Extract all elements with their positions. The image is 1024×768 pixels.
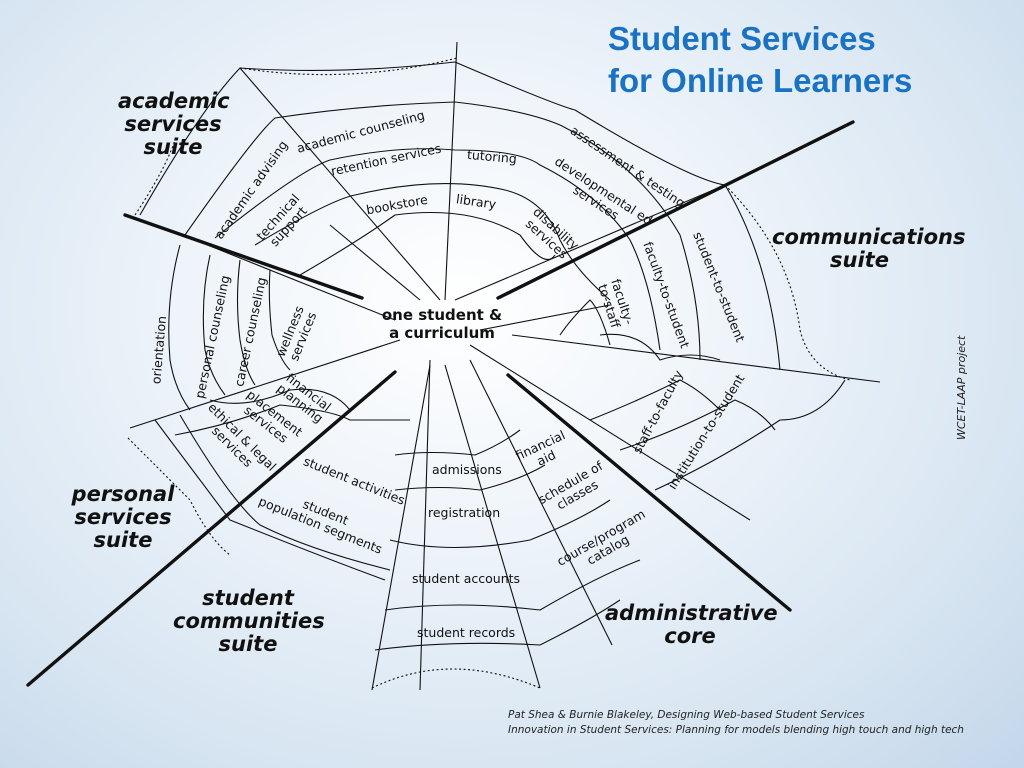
center-label: one student & a curriculum — [372, 306, 512, 342]
credit-line-2: Innovation in Student Services: Planning… — [508, 724, 964, 736]
credit-line-1: Pat Shea & Burnie Blakeley, Designing We… — [508, 709, 865, 721]
suite-line: suite — [218, 632, 278, 656]
suite-line: suite — [93, 528, 153, 552]
suite-line: core — [664, 624, 716, 648]
suite-line: academic — [118, 89, 230, 113]
suite-line: student — [202, 586, 294, 610]
title-line-2: for Online Learners — [608, 62, 913, 99]
project-label: WCET-LAAP project — [955, 335, 968, 440]
suite-line: services — [74, 505, 172, 529]
slide-title: Student Services for Online Learners — [608, 18, 912, 102]
suite-line: suite — [830, 248, 889, 272]
suite-line: communities — [173, 609, 325, 633]
title-line-1: Student Services — [608, 20, 876, 57]
registration-label: registration — [428, 505, 501, 520]
suite-line: suite — [143, 135, 203, 159]
credit-text: Pat Shea & Burnie Blakeley, Designing We… — [508, 708, 964, 738]
academic-services-suite-label: academic services suite — [118, 89, 230, 159]
suite-line: communications — [772, 225, 966, 249]
student-communities-suite-label: student communities suite — [173, 586, 325, 656]
suite-line: administrative — [605, 601, 778, 625]
admissions-label: admissions — [432, 462, 502, 477]
student-accounts-label: student accounts — [412, 571, 521, 586]
suite-line: services — [124, 112, 222, 136]
communications-suite-label: communications suite — [772, 225, 966, 272]
personal-services-suite-label: personal services suite — [68, 483, 178, 552]
center-line-2: a curriculum — [389, 324, 495, 342]
student-records-label: student records — [417, 625, 516, 640]
center-line-1: one student & — [381, 306, 503, 324]
administrative-core-label: administrative core — [605, 601, 778, 648]
suite-line: personal — [71, 482, 175, 506]
